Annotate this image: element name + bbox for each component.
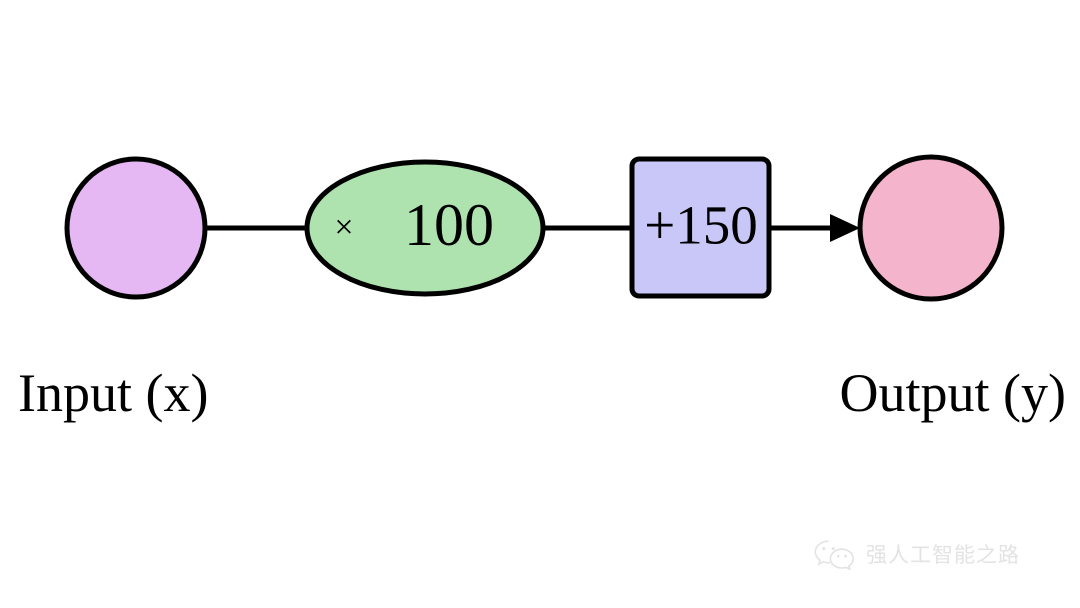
arrow-head-icon	[830, 214, 860, 242]
add-value: +150	[644, 195, 758, 256]
output-label: Output (y)	[839, 363, 1066, 423]
multiply-symbol: ×	[334, 209, 353, 246]
input-label: Input (x)	[18, 363, 209, 423]
node-output-circle[interactable]	[857, 154, 1005, 302]
node-input-circle[interactable]	[64, 156, 208, 300]
node-multiply-ellipse[interactable]	[304, 159, 546, 297]
node-add-rect[interactable]	[629, 156, 772, 299]
multiply-value: 100	[404, 192, 494, 258]
